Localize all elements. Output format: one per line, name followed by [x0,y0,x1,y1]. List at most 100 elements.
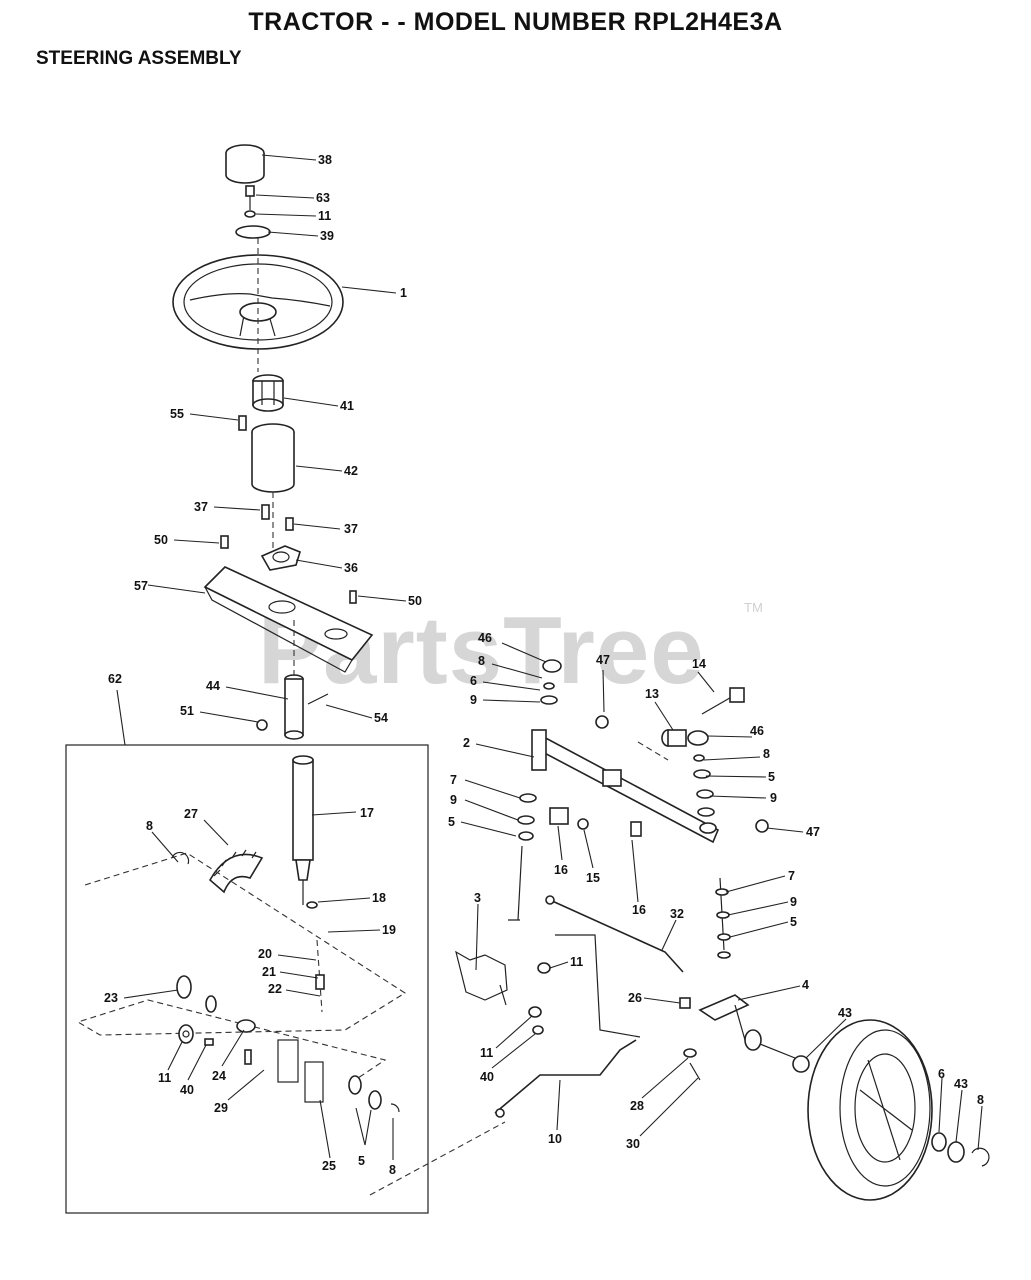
adapter [252,374,284,412]
callout-40: 40 [180,1083,194,1097]
callout-9d: 9 [790,895,797,909]
nut [256,719,268,731]
callout-5b: 5 [768,770,775,784]
callout-25: 25 [322,1159,336,1173]
console-bracket [203,566,374,673]
callout-6: 6 [470,674,477,688]
callout-8c: 8 [478,654,485,668]
left-spindle-lower [455,950,508,1006]
callout-11d: 11 [480,1046,493,1060]
callout-37b: 37 [344,522,358,536]
washer [931,1132,947,1152]
callout-8e: 8 [977,1093,984,1107]
callout-21: 21 [262,965,276,979]
callout-11: 11 [318,209,331,223]
callout-4: 4 [802,978,809,992]
callout-7: 7 [450,773,457,787]
callout-5: 5 [358,1154,365,1168]
callout-62: 62 [108,672,122,686]
callout-26: 26 [628,991,642,1005]
callout-9c: 9 [450,793,457,807]
callout-24: 24 [212,1069,226,1083]
screw [349,590,357,604]
gear-bracket [176,975,400,1113]
callout-15: 15 [586,871,600,885]
drag-link-path [369,1121,506,1196]
right-spindle-top [687,730,717,834]
callout-8d: 8 [763,747,770,761]
tie-rod [545,895,684,973]
callout-54: 54 [374,711,388,725]
pivot-path [637,741,669,761]
callout-20: 20 [258,947,272,961]
drag-link [494,1039,637,1118]
callout-16b: 16 [632,903,646,917]
washer [792,1055,810,1073]
callout-51: 51 [180,704,194,718]
callout-7b: 7 [788,869,795,883]
callout-41: 41 [340,399,354,413]
steering-cap [225,144,265,184]
front-axle [533,733,720,844]
callout-47: 47 [596,653,610,667]
callout-23: 23 [104,991,118,1005]
callout-11b: 11 [158,1071,171,1085]
right-spindle [698,877,801,1061]
callout-14: 14 [692,657,706,671]
washer [683,1048,697,1058]
callout-32: 32 [670,907,684,921]
callout-42: 42 [344,464,358,478]
snap-ring [171,851,190,865]
callout-13: 13 [645,687,659,701]
callout-27: 27 [184,807,198,821]
steering-shaft-assembly [292,755,325,1013]
column-tube [251,423,295,493]
bolt [245,185,255,210]
page-title: TRACTOR - - MODEL NUMBER RPL2H4E3A [248,8,783,36]
washer [532,1025,544,1035]
screw [261,504,270,520]
nut [528,1006,542,1018]
callout-63: 63 [316,191,330,205]
callout-38: 38 [318,153,332,167]
callout-17: 17 [360,806,374,820]
callout-36: 36 [344,561,358,575]
callout-5d: 5 [790,915,797,929]
callout-47b: 47 [806,825,820,839]
grease-fitting [595,715,609,729]
washer [947,1141,965,1163]
callout-40b: 40 [480,1070,494,1084]
callout-50b: 50 [408,594,422,608]
left-spindle [508,845,523,921]
screw [220,535,229,549]
bolt [307,693,329,705]
callout-11c: 11 [570,955,583,969]
callout-22: 22 [268,982,282,996]
front-wheel [807,1019,933,1201]
callout-3: 3 [474,891,481,905]
callout-2: 2 [463,736,470,750]
steering-shaft [284,674,304,740]
callout-19: 19 [382,923,396,937]
callout-10: 10 [548,1132,562,1146]
retainer [971,1147,990,1167]
watermark-trademark: TM [744,600,763,615]
bolt [577,818,589,830]
callout-44: 44 [206,679,220,693]
callout-5c: 5 [448,815,455,829]
callout-57: 57 [134,579,148,593]
screw [285,517,294,531]
callout-30: 30 [626,1137,640,1151]
callout-6b: 6 [938,1067,945,1081]
callout-1: 1 [400,286,407,300]
spacer [549,807,569,825]
bushing-plate [260,545,301,571]
callout-43b: 43 [954,1077,968,1091]
steering-arm [537,934,641,1038]
pin [238,415,247,431]
callout-37: 37 [194,500,208,514]
callout-8: 8 [146,819,153,833]
callout-50: 50 [154,533,168,547]
callout-labels: 38 63 11 39 1 41 55 42 37 37 50 36 57 50… [104,153,984,1177]
